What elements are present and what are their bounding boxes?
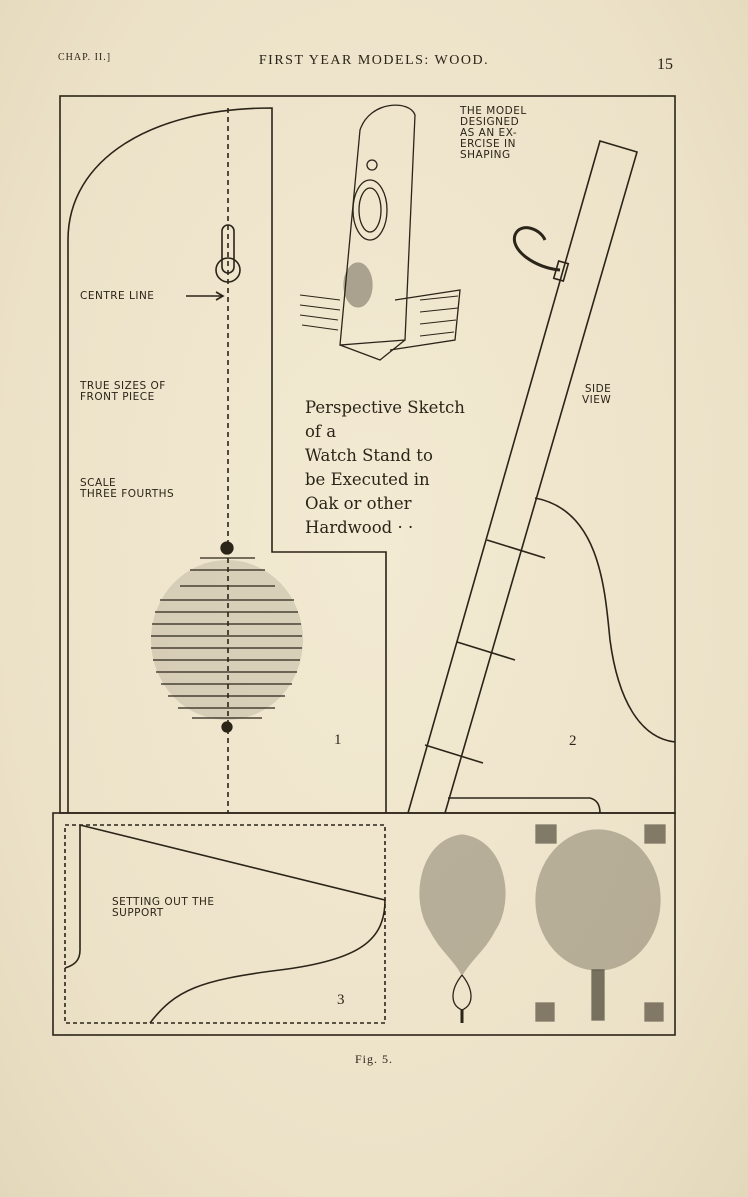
lower-frame [52,812,676,1036]
front-piece-outline [67,107,387,813]
tree-ornament [535,824,666,1022]
perspective-sketch-caption: Perspective Sketch of a Watch Stand to b… [305,398,465,537]
rosette-ornament [151,541,303,733]
page-title: FIRST YEAR MODELS: WOOD. [258,53,490,68]
side-view-post [407,140,638,814]
true-sizes-label: TRUE SIZES OF FRONT PIECE [80,380,166,403]
chapter-label: CHAP. II.] [58,52,112,63]
piece-number-1: 1 [334,732,342,748]
side-view-label: SIDE VIEW [582,383,612,406]
setting-out-label: SETTING OUT THE SUPPORT [112,896,215,919]
centre-line-label: CENTRE LINE [80,290,155,302]
piece-number-2: 2 [569,733,577,749]
figure-caption: Fig. 5. [354,1052,393,1066]
page-number: 15 [657,56,673,73]
support-profile [79,824,386,1024]
hook-slot-circle [215,257,241,283]
palmette-ornament [419,834,506,1023]
hook-drawing [512,226,561,272]
support-curve [534,497,676,743]
perspective-sketch [299,104,461,361]
piece-number-3: 3 [337,992,345,1008]
hook-slot [221,224,235,274]
scale-label: SCALE THREE FOURTHS [80,477,175,500]
model-designed-label: THE MODEL DESIGNED AS AN EX- ERCISE IN S… [460,105,527,161]
